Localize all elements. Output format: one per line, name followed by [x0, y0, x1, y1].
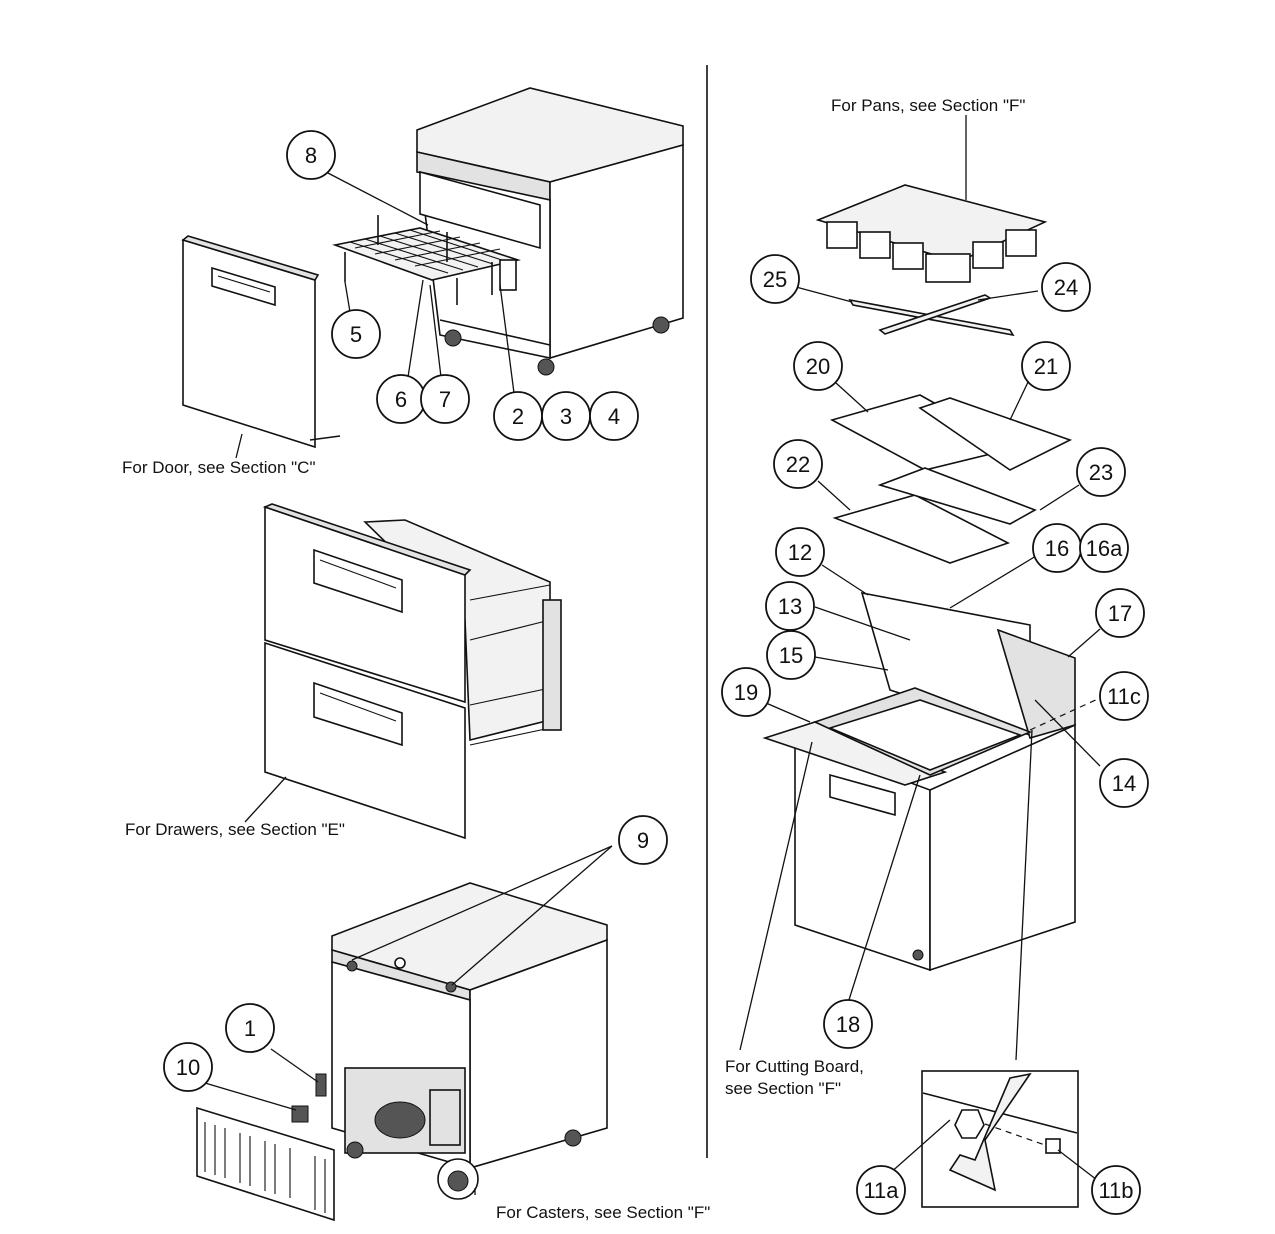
detail-inset-illustration	[921, 697, 1101, 1208]
callout-14-label: 14	[1112, 771, 1136, 796]
callout-4: 4	[589, 391, 639, 441]
callout-16a: 16a	[1079, 523, 1129, 573]
callout-6: 6	[376, 374, 426, 424]
callout-25-label: 25	[763, 267, 787, 292]
callout-1: 1	[225, 1003, 275, 1053]
note-cutting-board-line2: see Section "F"	[725, 1079, 841, 1098]
callout-17: 17	[1095, 588, 1145, 638]
callout-17-label: 17	[1108, 601, 1132, 626]
pan-dividers-illustration	[848, 294, 1015, 337]
callout-2-label: 2	[512, 404, 524, 429]
callout-13-label: 13	[778, 594, 802, 619]
note-drawers: For Drawers, see Section "E"	[125, 820, 345, 839]
callout-23-label: 23	[1089, 460, 1113, 485]
note-door: For Door, see Section "C"	[122, 458, 315, 477]
note-casters: For Casters, see Section "F"	[496, 1203, 710, 1222]
callout-13: 13	[765, 581, 815, 631]
callout-15-label: 15	[779, 643, 803, 668]
callout-16: 16	[1032, 523, 1082, 573]
callout-11b: 11b	[1091, 1165, 1141, 1215]
callout-11b-label: 11b	[1098, 1178, 1133, 1203]
callout-24-label: 24	[1054, 275, 1078, 300]
callout-3-label: 3	[560, 404, 572, 429]
note-pans: For Pans, see Section "F"	[831, 96, 1025, 115]
covers-illustration	[829, 394, 1073, 564]
callout-4-label: 4	[608, 404, 620, 429]
callout-22-label: 22	[786, 452, 810, 477]
callout-12-label: 12	[788, 540, 812, 565]
callout-16-label: 16	[1045, 536, 1069, 561]
callout-2: 2	[493, 391, 543, 441]
callout-10: 10	[163, 1042, 213, 1092]
callout-19-label: 19	[734, 680, 758, 705]
callout-16a-label: 16a	[1086, 536, 1123, 561]
callout-7-label: 7	[439, 387, 451, 412]
callout-21: 21	[1021, 341, 1071, 391]
prep-table-illustration	[762, 591, 1076, 972]
callout-18-label: 18	[836, 1012, 860, 1037]
cabinet-compressor-illustration	[291, 882, 608, 1200]
callout-18: 18	[823, 999, 873, 1049]
callout-9-label: 9	[637, 828, 649, 853]
callout-15: 15	[766, 630, 816, 680]
callout-25: 25	[750, 254, 800, 304]
louvered-grille-illustration	[196, 1106, 335, 1222]
callout-3: 3	[541, 391, 591, 441]
callout-23: 23	[1076, 447, 1126, 497]
callout-1-label: 1	[244, 1016, 256, 1041]
callout-20: 20	[793, 341, 843, 391]
callout-11a: 11a	[856, 1165, 906, 1215]
leader-lines	[204, 115, 1101, 1195]
callout-24: 24	[1041, 262, 1091, 312]
note-cutting-board-line1: For Cutting Board,	[725, 1057, 864, 1076]
callout-7: 7	[420, 374, 470, 424]
callout-11c: 11c	[1099, 671, 1149, 721]
callout-14: 14	[1099, 758, 1149, 808]
callout-9: 9	[618, 815, 668, 865]
callout-10-label: 10	[176, 1055, 200, 1080]
door-panel-illustration	[181, 235, 341, 449]
callout-5-label: 5	[350, 322, 362, 347]
pans-illustration	[815, 184, 1048, 283]
callout-8: 8	[286, 130, 336, 180]
drawers-illustration	[262, 503, 562, 840]
cabinet-shelf-illustration	[332, 87, 684, 376]
callout-6-label: 6	[395, 387, 407, 412]
callout-5: 5	[331, 309, 381, 359]
callout-22: 22	[773, 439, 823, 489]
callout-19: 19	[721, 667, 771, 717]
callout-11a-label: 11a	[863, 1178, 899, 1203]
callout-8-label: 8	[305, 143, 317, 168]
callout-11c-label: 11c	[1107, 684, 1141, 709]
callout-20-label: 20	[806, 354, 830, 379]
callout-12: 12	[775, 527, 825, 577]
callout-21-label: 21	[1034, 354, 1058, 379]
